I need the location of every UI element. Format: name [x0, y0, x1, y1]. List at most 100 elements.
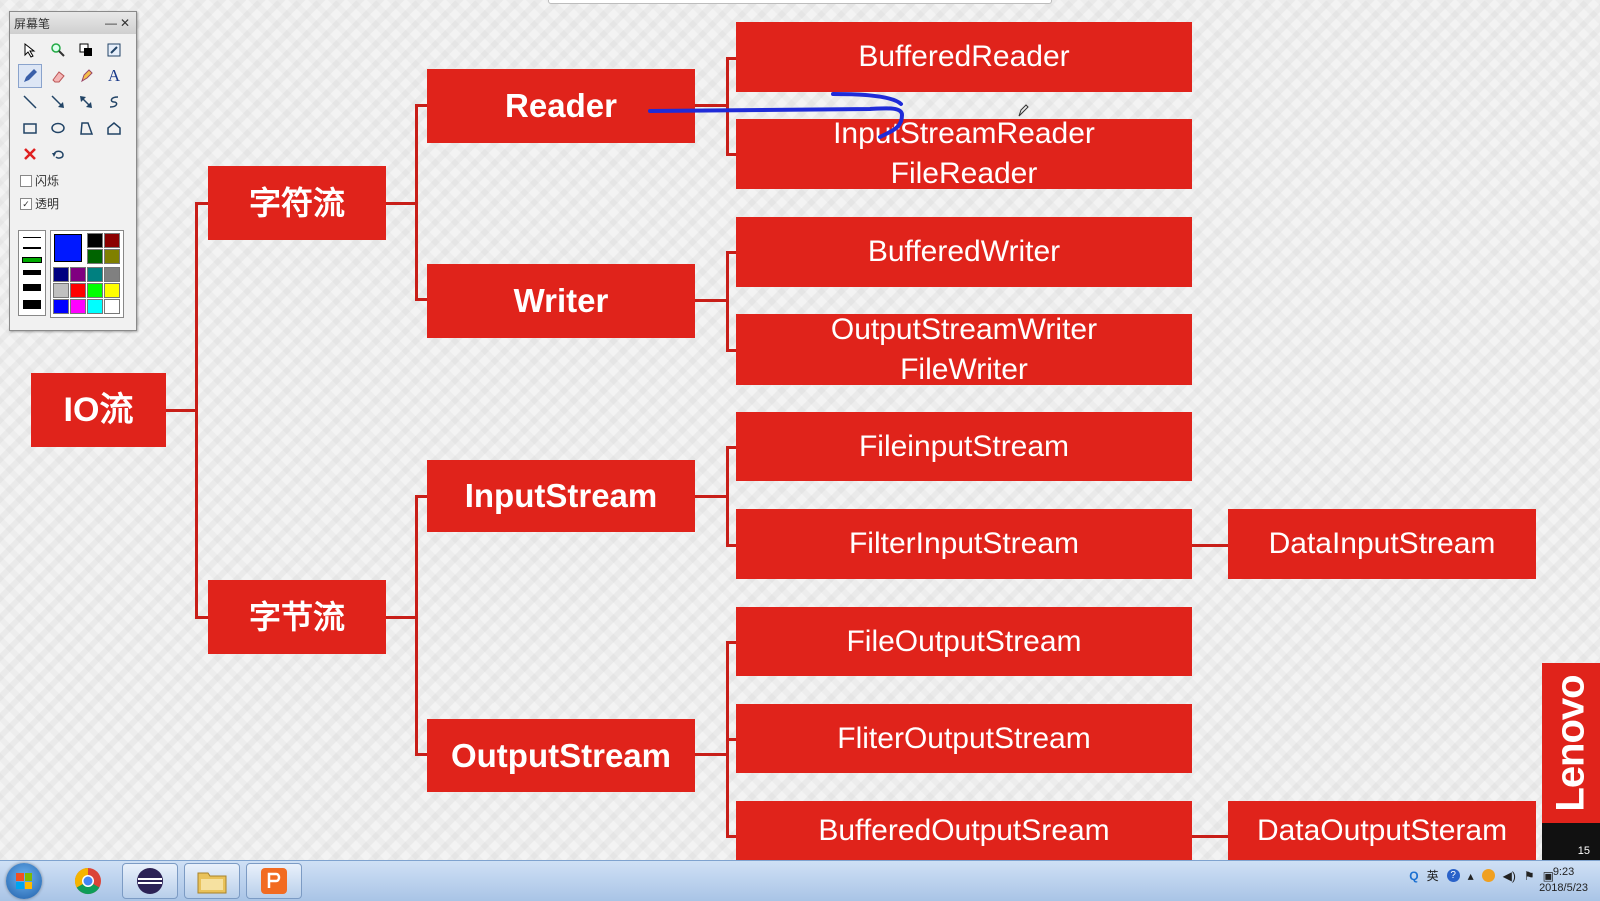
connector: [166, 409, 196, 412]
width-option-selected[interactable]: [22, 256, 42, 263]
ellipse-icon[interactable]: [46, 116, 70, 140]
transparent-checkbox[interactable]: ✓: [20, 197, 32, 210]
system-tray: Q 英 ? ▴ ◀) ⚑ ▣: [1409, 867, 1554, 884]
text-icon[interactable]: A: [107, 66, 121, 85]
color-swatch[interactable]: [87, 249, 103, 264]
start-button[interactable]: [6, 863, 42, 899]
pen-cursor-icon: [1018, 104, 1029, 117]
node-bufferedoutputstream: BufferedOutputSream: [736, 801, 1192, 860]
polygon-icon[interactable]: [74, 116, 98, 140]
network-icon[interactable]: ▣: [1542, 868, 1554, 883]
color-swatch[interactable]: [104, 267, 120, 282]
help-icon[interactable]: ?: [1446, 869, 1460, 882]
screen-copy-icon[interactable]: [74, 38, 98, 62]
connector: [415, 495, 418, 755]
undo-icon[interactable]: [46, 142, 70, 166]
node-fileinputstream: FileinputStream: [736, 412, 1192, 481]
taskbar-eclipse[interactable]: [122, 863, 178, 899]
taskbar-file-explorer[interactable]: [184, 863, 240, 899]
eraser-icon[interactable]: [46, 64, 70, 88]
width-option[interactable]: [23, 299, 41, 309]
color-swatch[interactable]: [53, 267, 69, 282]
line-width-selector[interactable]: [18, 230, 46, 316]
windows-logo-icon: [16, 873, 32, 889]
transparent-option[interactable]: ✓ 透明: [10, 189, 136, 212]
transparent-label: 透明: [35, 197, 60, 211]
rectangle-icon[interactable]: [18, 116, 42, 140]
clear-icon[interactable]: [18, 142, 42, 166]
action-center-flag-icon[interactable]: ⚑: [1523, 868, 1535, 883]
connector: [726, 738, 736, 741]
flash-label: 闪烁: [35, 174, 60, 188]
fill-shape-icon[interactable]: [102, 116, 126, 140]
color-swatch[interactable]: [87, 299, 103, 314]
color-swatch[interactable]: [70, 267, 86, 282]
presentation-app-icon: [261, 868, 287, 894]
slide-canvas: IO流 字符流 字节流 Reader Writer InputStream Ou…: [31, 0, 1536, 860]
node-datainputstream: DataInputStream: [1228, 509, 1536, 579]
connector: [726, 57, 729, 155]
qq-input-icon[interactable]: Q: [1409, 868, 1419, 883]
color-swatch[interactable]: [87, 283, 103, 298]
ime-indicator[interactable]: 英: [1426, 869, 1439, 883]
color-swatch[interactable]: [104, 249, 120, 264]
connector: [195, 616, 208, 619]
pointer-icon[interactable]: [18, 38, 42, 62]
width-option[interactable]: [23, 270, 41, 276]
color-swatch[interactable]: [87, 267, 103, 282]
color-swatch[interactable]: [104, 283, 120, 298]
connector: [415, 104, 418, 300]
color-swatch[interactable]: [70, 299, 86, 314]
connector: [415, 298, 427, 301]
taskbar: Q 英 ? ▴ ◀) ⚑ ▣ 9:23 2018/5/23: [0, 860, 1600, 901]
toolbar-titlebar[interactable]: 屏幕笔 — ✕: [10, 12, 136, 34]
tray-expand-icon[interactable]: ▴: [1467, 868, 1474, 883]
flash-checkbox[interactable]: [20, 174, 32, 187]
top-window-edge: [548, 0, 1052, 4]
pen-icon[interactable]: [18, 64, 42, 88]
screen-pen-toolbar[interactable]: 屏幕笔 — ✕ A 闪烁 ✓ 透明: [9, 11, 137, 331]
screen-capture-icon[interactable]: [102, 38, 126, 62]
node-io-stream: IO流: [31, 373, 166, 447]
clock-date: 2018/5/23: [1539, 882, 1588, 894]
tray-app-icon[interactable]: [1481, 869, 1495, 882]
zoom-icon[interactable]: [46, 38, 70, 62]
connector: [415, 495, 427, 498]
color-swatch[interactable]: [70, 283, 86, 298]
eclipse-icon: [137, 868, 163, 894]
color-swatch[interactable]: [53, 283, 69, 298]
highlighter-icon[interactable]: [74, 64, 98, 88]
color-swatch[interactable]: [87, 233, 103, 248]
color-swatch[interactable]: [104, 233, 120, 248]
chrome-icon: [74, 867, 101, 895]
taskbar-presentation[interactable]: [246, 863, 302, 899]
width-option[interactable]: [23, 237, 41, 239]
toolbar-title: 屏幕笔: [14, 16, 51, 31]
color-swatch[interactable]: [53, 299, 69, 314]
flash-option[interactable]: 闪烁: [10, 166, 136, 189]
close-icon[interactable]: ✕: [119, 16, 131, 30]
connector: [726, 835, 736, 838]
line-icon[interactable]: [18, 90, 42, 114]
node-reader: Reader: [427, 69, 695, 143]
double-arrow-icon[interactable]: [74, 90, 98, 114]
connector: [386, 202, 416, 205]
minimize-icon[interactable]: —: [105, 16, 117, 30]
color-swatch-grid-top: [87, 233, 120, 264]
taskbar-chrome[interactable]: [60, 863, 116, 899]
color-swatch[interactable]: [104, 299, 120, 314]
width-option[interactable]: [23, 246, 41, 249]
width-option[interactable]: [23, 283, 41, 291]
curve-icon[interactable]: [102, 90, 126, 114]
connector: [726, 57, 736, 60]
connector: [695, 299, 727, 302]
node-fileoutputstream: FileOutputStream: [736, 607, 1192, 676]
volume-icon[interactable]: ◀): [1502, 868, 1516, 883]
node-inputstream: InputStream: [427, 460, 695, 532]
arrow-icon[interactable]: [46, 90, 70, 114]
node-character-stream: 字符流: [208, 166, 386, 240]
connector: [386, 616, 416, 619]
clock[interactable]: 9:23 2018/5/23: [1539, 864, 1588, 896]
slide-page-number: 15: [1542, 823, 1600, 860]
connector: [195, 202, 208, 205]
